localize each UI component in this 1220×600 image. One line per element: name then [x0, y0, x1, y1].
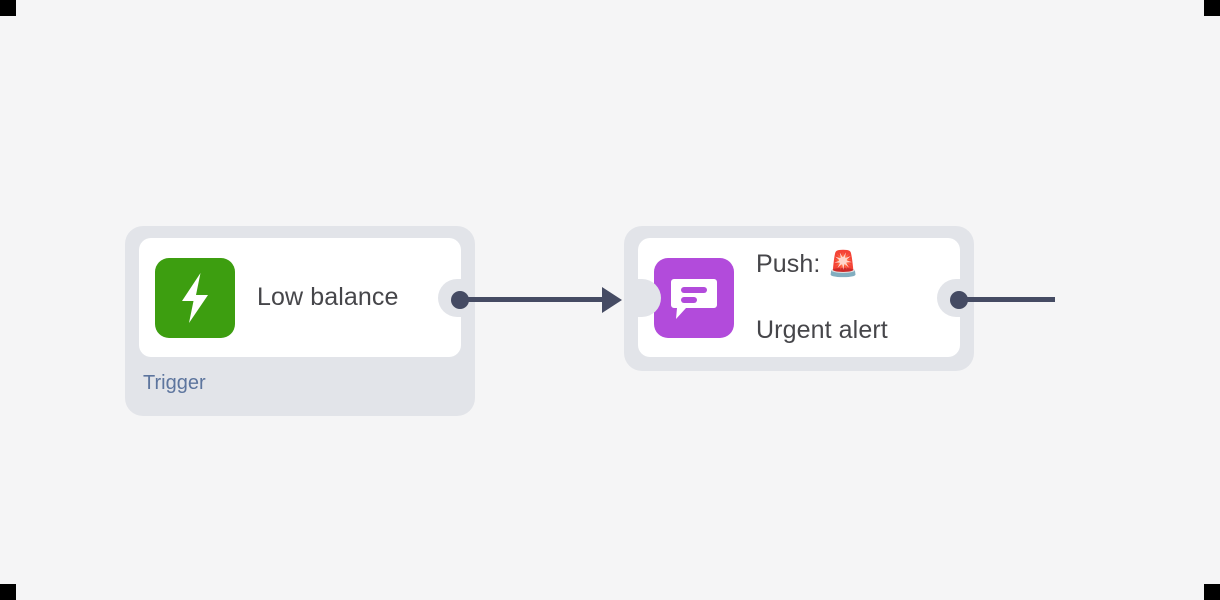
edge-trigger-to-push: [466, 297, 606, 302]
push-card[interactable]: Push: 🚨 Urgent alert: [637, 238, 961, 357]
lightning-bolt-icon: [155, 257, 235, 338]
corner-marker-top-right: [1204, 0, 1220, 16]
edge-push-to-next: [965, 297, 1055, 302]
trigger-output-dot[interactable]: [451, 291, 469, 309]
workflow-node-trigger[interactable]: Low balance Trigger: [125, 226, 475, 416]
push-output-dot[interactable]: [950, 291, 968, 309]
workflow-node-push[interactable]: Push: 🚨 Urgent alert: [624, 226, 974, 371]
corner-marker-bottom-left: [0, 584, 16, 600]
push-title-line-2: Urgent alert: [756, 316, 888, 344]
chat-bubble-icon: [654, 257, 734, 338]
push-title: Push: 🚨 Urgent alert: [756, 215, 888, 380]
push-title-line-1: Push: 🚨: [756, 250, 859, 278]
trigger-title: Low balance: [257, 283, 399, 311]
edge-arrow-head: [602, 287, 622, 313]
corner-marker-bottom-right: [1204, 584, 1220, 600]
trigger-card[interactable]: Low balance: [139, 238, 462, 357]
trigger-sublabel: Trigger: [143, 372, 206, 394]
corner-marker-top-left: [0, 0, 16, 16]
